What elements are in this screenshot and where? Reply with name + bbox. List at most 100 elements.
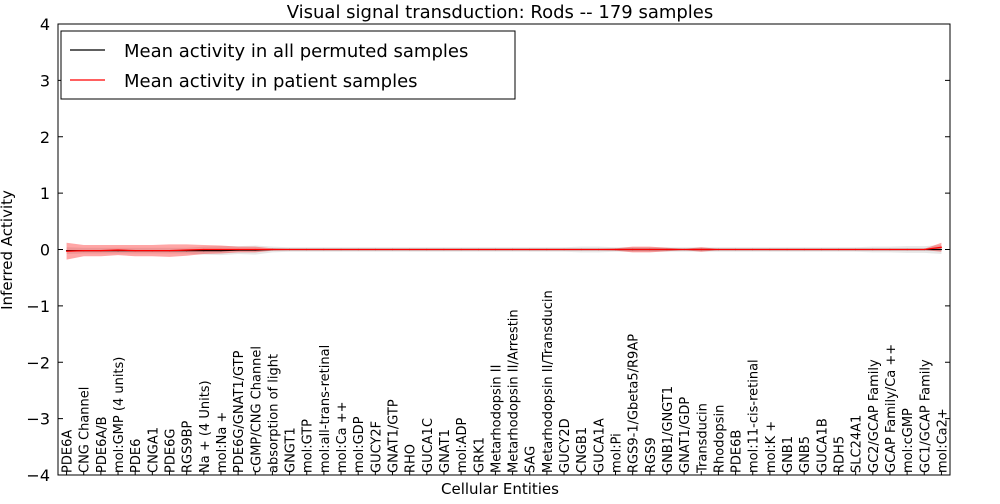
x-tick-label: GUCA1B [815,418,830,473]
point-series-1 [769,248,771,251]
point-series-1 [357,248,359,251]
point-series-1 [889,248,891,251]
x-tick-label: mol:cGMP [901,408,916,473]
point-series-1 [494,248,497,251]
point-series-1 [443,248,445,251]
point-series-1 [117,249,119,251]
x-tick-label: PDE6A/B [95,416,110,473]
point-series-1 [237,248,239,251]
y-axis-label: Inferred Activity [0,190,16,310]
x-tick-label: RGS9 [644,437,659,473]
x-tick-label: GRK1 [472,437,487,473]
point-series-1 [220,248,222,251]
point-series-1 [511,248,514,251]
x-tick-label: GCAP Family/Ca ++ [884,344,899,473]
point-series-1 [632,248,634,251]
point-series-1 [288,248,291,251]
x-tick-label: Transducin [695,403,710,474]
point-series-1 [580,248,582,251]
point-series-0 [203,250,205,252]
point-series-1 [546,248,548,251]
x-tick-label: PDE6G [164,429,179,473]
point-series-1 [734,248,737,251]
x-tick-label: Metarhodopsin II/Transducin [541,290,556,473]
point-series-1 [460,248,462,251]
point-series-1 [872,248,874,251]
point-series-0 [940,248,943,251]
x-tick-label: mol:11-cis-retinal [747,359,762,473]
point-series-1 [837,248,840,251]
y-tick-label: −3 [26,410,50,429]
x-tick-label: Metarhodopsin II/Arrestin [507,309,522,473]
x-tick-label: mol:GTP [301,419,316,473]
point-series-1 [134,250,136,252]
chart-title: Visual signal transduction: Rods -- 179 … [287,2,714,23]
x-tick-label: RGS9BP [181,420,196,473]
x-tick-label: mol:Pi [610,433,625,473]
x-tick-label: CNGA1 [146,427,161,473]
x-tick-label: mol:ADP [455,417,470,473]
point-series-1 [151,250,153,252]
x-tick-label: GC2/GCAP Family [867,359,882,473]
x-tick-label: RDH5 [833,436,848,473]
point-series-1 [409,248,411,251]
y-tick-label: 3 [40,71,50,90]
x-tick-label: mol:Ca ++ [335,401,350,473]
y-tick-label: −4 [26,466,50,485]
point-series-1 [477,248,479,251]
x-tick-label: CNG Channel [78,387,93,473]
point-series-1 [717,248,720,251]
x-tick-label: SLC24A1 [850,415,865,473]
point-series-1 [271,248,274,251]
line-series-1 [66,246,942,252]
point-series-1 [100,250,102,252]
y-tick-label: −1 [26,297,50,316]
x-tick-label: GNGT1 [284,427,299,473]
x-tick-label: GNAT1/GDP [678,397,693,473]
legend: Mean activity in all permuted samples Me… [60,30,516,100]
point-series-1 [803,248,805,251]
point-series-1 [923,248,925,251]
point-series-1 [306,248,308,251]
point-series-1 [83,250,85,252]
x-tick-label: RGS9-1/Gbeta5/R9AP [627,334,642,473]
x-tick-label: Rhodopsin [712,405,727,473]
x-tick-label: cGMP/CNG Channel [249,346,264,473]
point-series-1 [700,248,702,251]
x-tick-label: mol:Na + [215,412,230,473]
point-series-1 [614,248,617,251]
x-tick-label: mol:GDP [352,416,367,473]
point-series-1 [563,248,565,251]
point-series-1 [426,248,428,251]
x-tick-label: PDE6A [61,430,76,473]
x-tick-label: GUCA1A [592,418,607,473]
point-series-1 [597,248,599,251]
x-tick-label: SAG [524,446,539,473]
x-tick-label: GUCA1C [421,418,436,473]
x-tick-label: mol:GMP (4 units) [112,357,127,473]
point-series-1 [340,248,342,251]
point-series-0 [220,250,222,252]
y-tick-label: −2 [26,353,50,372]
point-series-1 [666,248,668,251]
y-tick-label: 4 [40,15,50,34]
y-tick-label: 1 [40,184,50,203]
x-tick-label: mol:Ca2+ [935,408,950,473]
x-tick-label: GUCY2D [558,418,573,473]
point-series-1 [374,248,376,251]
point-series-1 [855,248,857,251]
point-series-1 [203,248,205,251]
x-tick-label: absorption of light [266,354,281,473]
x-tick-label: RHO [404,444,419,473]
x-tick-label: CNGB1 [575,427,590,473]
x-tick-label: GNB1 [781,436,796,473]
point-series-1 [186,249,188,251]
point-series-1 [820,248,822,251]
legend-label-patient: Mean activity in patient samples [124,71,418,92]
x-tick-label: PDE6B [730,430,745,473]
point-series-1 [683,248,685,251]
x-tick-label: mol:all-trans-retinal [318,345,333,473]
y-tick-label: 2 [40,128,50,147]
point-series-1 [254,248,256,251]
